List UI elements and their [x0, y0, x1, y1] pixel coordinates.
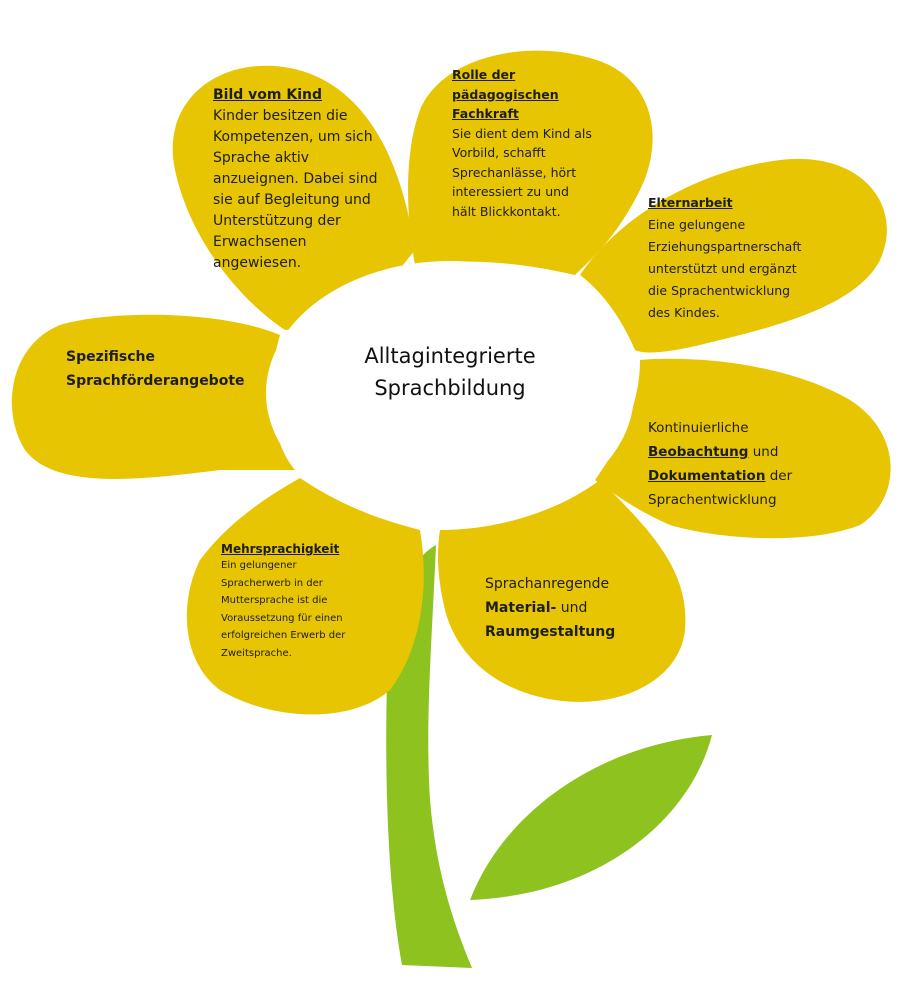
- center-title-line2: Sprachbildung: [300, 372, 600, 404]
- petal-text-bild-vom-kind: Bild vom Kind Kinder besitzen die Kompet…: [213, 85, 413, 274]
- und-word: und: [556, 600, 587, 616]
- petal-line: des Kindes.: [648, 302, 838, 324]
- petal-line: Sie dient dem Kind als: [452, 124, 632, 144]
- petal-heading: Mehrsprachigkeit: [221, 541, 381, 557]
- petal-line: Vorbild, schafft: [452, 143, 632, 163]
- petal-line: Zweitsprache.: [221, 645, 381, 663]
- petal-line: unterstützt und ergänzt: [648, 258, 838, 280]
- petal-line: die Sprachentwicklung: [648, 280, 838, 302]
- petal-line: interessiert zu und: [452, 182, 632, 202]
- petal-text-spezifisch: Spezifische Sprachförderangebote: [66, 345, 286, 393]
- petal-line: Sprachentwicklung: [648, 488, 858, 512]
- petal-line: Erwachsenen: [213, 232, 413, 253]
- petal-line: Beobachtung und: [648, 440, 858, 464]
- petal-heading: Rolle der: [452, 65, 632, 85]
- petal-line: Ein gelungener: [221, 557, 381, 575]
- leaf: [470, 735, 712, 900]
- der-word: der: [765, 468, 792, 484]
- petal-line: Sprache aktiv: [213, 148, 413, 169]
- petal-heading: pädagogischen: [452, 85, 632, 105]
- beobachtung-word: Beobachtung: [648, 444, 748, 460]
- petal-line: Eine gelungene: [648, 214, 838, 236]
- petal-heading: Bild vom Kind: [213, 85, 413, 106]
- petal-line: Kontinuierliche: [648, 416, 858, 440]
- petal-line: Voraussetzung für einen: [221, 610, 381, 628]
- petal-line: erfolgreichen Erwerb der: [221, 627, 381, 645]
- petal-line: sie auf Begleitung und: [213, 190, 413, 211]
- petal-line: Material- und: [485, 596, 685, 620]
- petal-heading: Fachkraft: [452, 104, 632, 124]
- petal-text-mehrsprachigkeit: Mehrsprachigkeit Ein gelungener Spracher…: [221, 541, 381, 662]
- petal-line: Unterstützung der: [213, 211, 413, 232]
- petal-line: Dokumentation der: [648, 464, 858, 488]
- petal-text-material: Sprachanregende Material- und Raumgestal…: [485, 572, 685, 644]
- center-title: Alltagintegrierte Sprachbildung: [300, 340, 600, 404]
- petal-line: Kinder besitzen die: [213, 106, 413, 127]
- petal-line: angewiesen.: [213, 253, 413, 274]
- petal-line: hält Blickkontakt.: [452, 202, 632, 222]
- petal-line: Raumgestaltung: [485, 620, 685, 644]
- und-word: und: [748, 444, 778, 460]
- petal-line: Muttersprache ist die: [221, 592, 381, 610]
- petal-spezifisch: [12, 315, 295, 479]
- petal-line: Kompetenzen, um sich: [213, 127, 413, 148]
- material-word: Material-: [485, 600, 556, 616]
- petal-line: anzueignen. Dabei sind: [213, 169, 413, 190]
- dokumentation-word: Dokumentation: [648, 468, 765, 484]
- petal-line: Spracherwerb in der: [221, 575, 381, 593]
- petal-line: Sprechanlässe, hört: [452, 163, 632, 183]
- petal-heading: Elternarbeit: [648, 192, 838, 214]
- center-title-line1: Alltagintegrierte: [300, 340, 600, 372]
- petal-line: Spezifische: [66, 345, 286, 369]
- petal-text-elternarbeit: Elternarbeit Eine gelungene Erziehungspa…: [648, 192, 838, 324]
- petal-line: Sprachanregende: [485, 572, 685, 596]
- petal-text-beobachtung: Kontinuierliche Beobachtung und Dokument…: [648, 416, 858, 512]
- petal-text-rolle: Rolle der pädagogischen Fachkraft Sie di…: [452, 65, 632, 221]
- petal-line: Erziehungspartnerschaft: [648, 236, 838, 258]
- petal-line: Sprachförderangebote: [66, 369, 286, 393]
